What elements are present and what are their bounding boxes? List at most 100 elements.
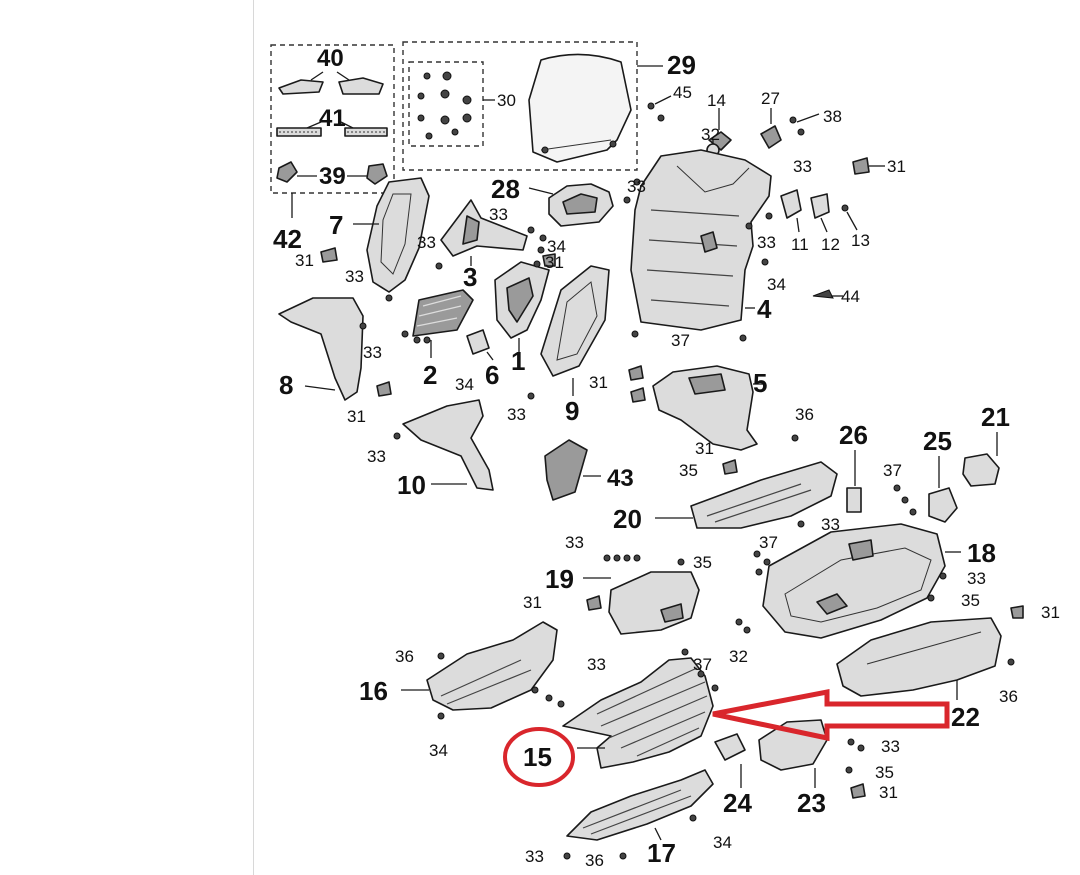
callout-44: 44: [841, 287, 860, 306]
part-5-glovebox: [652, 365, 765, 451]
callout-33-a: 33: [793, 157, 812, 176]
part-26-clip: [846, 450, 862, 513]
part-15-floor-panel: [562, 657, 714, 769]
callout-31-a: 31: [887, 157, 906, 176]
callout-31-h: 31: [1041, 603, 1060, 622]
callout-19: 19: [545, 564, 574, 594]
callout-38: 38: [823, 107, 842, 126]
part-45-bolts: [647, 95, 672, 122]
callout-20: 20: [613, 504, 642, 534]
part-28-instrument-cover: [528, 183, 614, 227]
accessory-group-box: [270, 44, 395, 194]
callout-18: 18: [967, 538, 996, 568]
part-29-windscreen: [528, 53, 663, 163]
callout-34-b: 34: [767, 275, 786, 294]
callout-39: 39: [319, 163, 346, 190]
callout-30: 30: [497, 91, 516, 110]
highlight-arrow: [712, 688, 950, 742]
part-38-screws: [789, 113, 820, 136]
exploded-parts-diagram: 40 30 41 39 42 29 45 14 27 38 32 33 33 3…: [270, 41, 1060, 870]
callout-33-f-right: 33: [757, 233, 776, 252]
callout-26: 26: [839, 420, 868, 450]
callout-15: 15: [523, 742, 552, 772]
part-30-hardware: [417, 71, 495, 140]
part-3-upper-trim: [440, 199, 528, 266]
callout-8: 8: [279, 370, 293, 400]
callout-29: 29: [667, 50, 696, 80]
part-9-inner-shield: [540, 265, 610, 396]
callout-14: 14: [707, 91, 726, 110]
callout-33-b: 33: [627, 177, 646, 196]
callout-37-c: 37: [759, 533, 778, 552]
callout-35-a: 35: [679, 461, 698, 480]
part-4-front-panel: [630, 149, 772, 331]
callout-35-c: 35: [693, 553, 712, 572]
callout-31-d: 31: [589, 373, 608, 392]
part-31-grommet-top-right: [852, 157, 885, 175]
callout-31-f: 31: [695, 439, 714, 458]
callout-33-j: 33: [821, 515, 840, 534]
part-10-lower-left-panel: [402, 399, 494, 491]
part-16-left-floor-side: [401, 621, 558, 711]
callout-33-g: 33: [363, 343, 382, 362]
callout-13: 13: [851, 231, 870, 250]
part-39-emblems: [276, 161, 388, 185]
callout-4: 4: [757, 294, 772, 324]
callout-34-c: 34: [455, 375, 474, 394]
part-22-rear-cover: [836, 617, 1002, 700]
callout-33-n: 33: [881, 737, 900, 756]
callout-31-b: 31: [295, 251, 314, 270]
part-7-left-side-panel: [353, 177, 430, 293]
callout-27: 27: [761, 89, 780, 108]
part-41-decal-strips: [276, 121, 388, 137]
callout-33-o: 33: [525, 847, 544, 866]
part-6-bracket: [466, 329, 494, 361]
callout-34-e: 34: [713, 833, 732, 852]
callout-33-k: 33: [565, 533, 584, 552]
part-1-center-cover: [494, 261, 550, 352]
part-27-clip: [760, 108, 782, 149]
callout-33-i-left: 33: [367, 447, 386, 466]
callout-1: 1: [511, 346, 525, 376]
callout-32-mid: 32: [729, 647, 748, 666]
callout-21: 21: [981, 402, 1010, 432]
callout-36-c: 36: [999, 687, 1018, 706]
callout-2: 2: [423, 360, 437, 390]
part-20-floor-trim: [655, 461, 838, 529]
callout-23: 23: [797, 788, 826, 818]
callout-31-i: 31: [879, 783, 898, 802]
fasteners: [320, 178, 1024, 860]
callout-35-b: 35: [961, 591, 980, 610]
highlight-circle-part-15: [503, 727, 575, 787]
callout-41: 41: [319, 105, 346, 132]
part-2-vent-grille: [412, 289, 474, 358]
callout-43: 43: [607, 465, 634, 492]
part-19-side-cover: [583, 571, 700, 635]
callout-34-d: 34: [429, 741, 448, 760]
callout-22: 22: [951, 702, 980, 732]
callout-37-b: 37: [883, 461, 902, 480]
callout-33-m: 33: [587, 655, 606, 674]
callout-28: 28: [491, 174, 520, 204]
callout-40: 40: [317, 45, 344, 72]
diagram-frame: 40 30 41 39 42 29 45 14 27 38 32 33 33 3…: [253, 0, 1080, 875]
callout-33-h: 33: [507, 405, 526, 424]
part-21-cap: [962, 432, 1000, 487]
callout-31-g: 31: [523, 593, 542, 612]
callout-31-c: 31: [545, 253, 564, 272]
callout-33-e: 33: [345, 267, 364, 286]
callout-11: 11: [791, 235, 809, 254]
part-25-cover: [928, 456, 958, 523]
callout-12: 12: [821, 235, 840, 254]
part-24-cap: [714, 733, 746, 788]
part-18-underseat-storage: [762, 523, 961, 639]
callout-labels: 40 30 41 39 42 29 45 14 27 38 32 33 33 3…: [273, 45, 1060, 870]
part-8-left-lower-panel: [278, 297, 364, 401]
callout-6: 6: [485, 360, 499, 390]
callout-33-l: 33: [967, 569, 986, 588]
callout-3: 3: [463, 262, 477, 292]
part-43-bracket: [544, 439, 601, 501]
callout-7: 7: [329, 210, 343, 240]
callout-36-d: 36: [585, 851, 604, 870]
callout-35-d: 35: [875, 763, 894, 782]
